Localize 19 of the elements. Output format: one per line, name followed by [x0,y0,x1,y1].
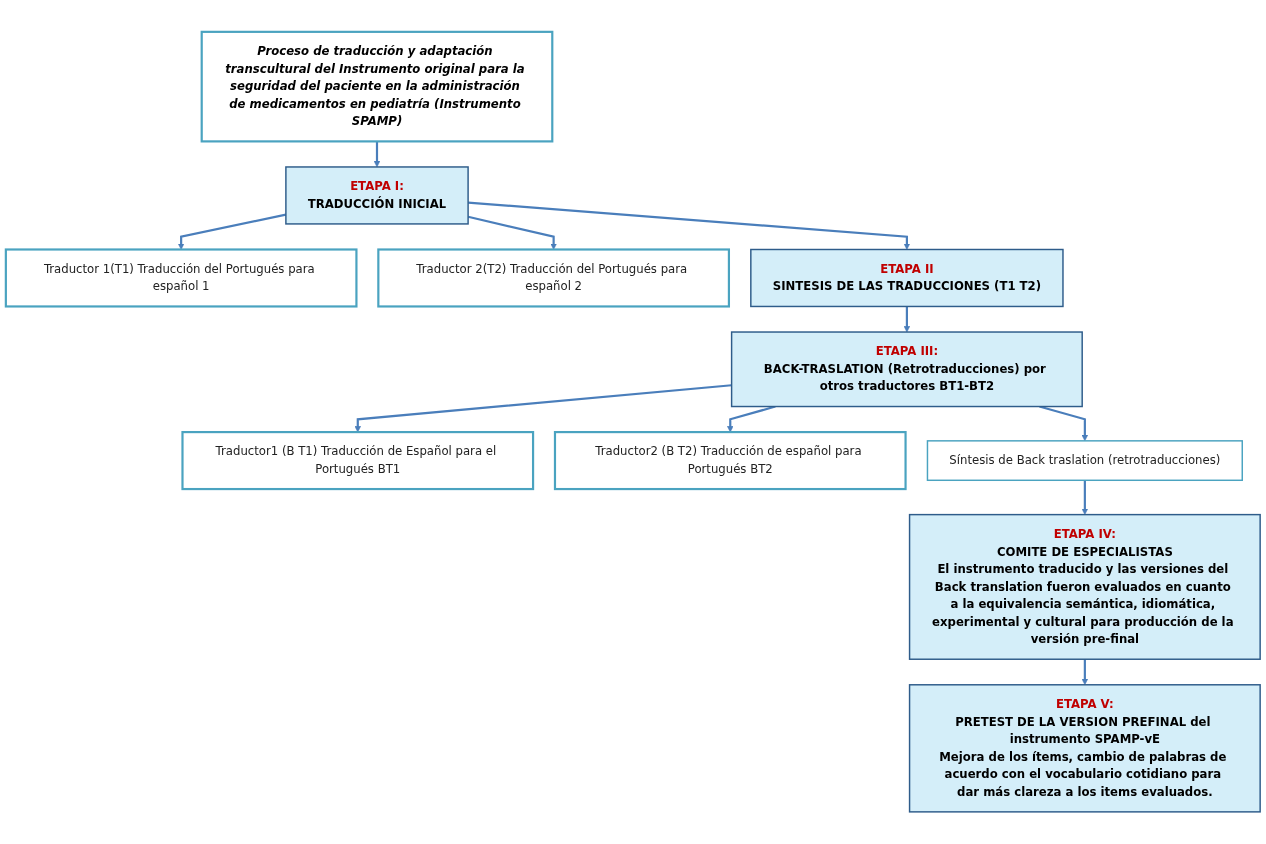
arrow [727,405,776,433]
node-box: Traductor 1(T1) Traducción del Portugués para español 1 [4,248,358,308]
node-box: Proceso de traducción y adaptación transcultural del Instrumento original para la seguridad del paciente en la administración de medicamentos en pediatría (Instrumento SPAMP) [200,30,554,143]
node-box: Síntesis de Back traslation (retrotraducciones) [926,440,1243,482]
node-box: ETAPA IV: COMITE DE ESPECIALISTAS El instrumento traducido y las versiones del Back translation fueron evaluados en cuanto a la equivalencia semántica, idiomática, experimental y cultural para producción de la versión pre-final [908,514,1261,661]
arrow [1081,480,1089,516]
arrow [373,141,381,168]
node-box: ETAPA V: PRETEST DE LA VERSION PREFINAL del instrumento SPAMP-vE Mejora de los ítems, cambio de palabras de acuerdo con el vocabulario cotidiano para dar más clareza a los items evaluados. [908,684,1261,813]
node-box: ETAPA I: TRADUCCIÓN INICIAL [285,166,469,225]
arrow [354,384,732,433]
arrow [1081,659,1089,686]
arrow [468,201,911,250]
node-box: Traductor2 (B T2) Traducción de español para Portugués BT2 [553,431,907,491]
arrow [1039,405,1089,442]
node-box: ETAPA II SINTESIS DE LAS TRADUCCIONES (T1 T2) [750,248,1064,308]
node-box: ETAPA III: BACK-TRASLATION (Retrotraducciones) por otros traductores BT1-BT2 [730,331,1083,408]
node-box: Traductor 2(T2) Traducción del Portugués para español 2 [377,248,730,308]
node-box: Traductor1 (B T1) Traducción de Español para el Portugués BT1 [181,431,535,491]
arrow [903,306,911,333]
